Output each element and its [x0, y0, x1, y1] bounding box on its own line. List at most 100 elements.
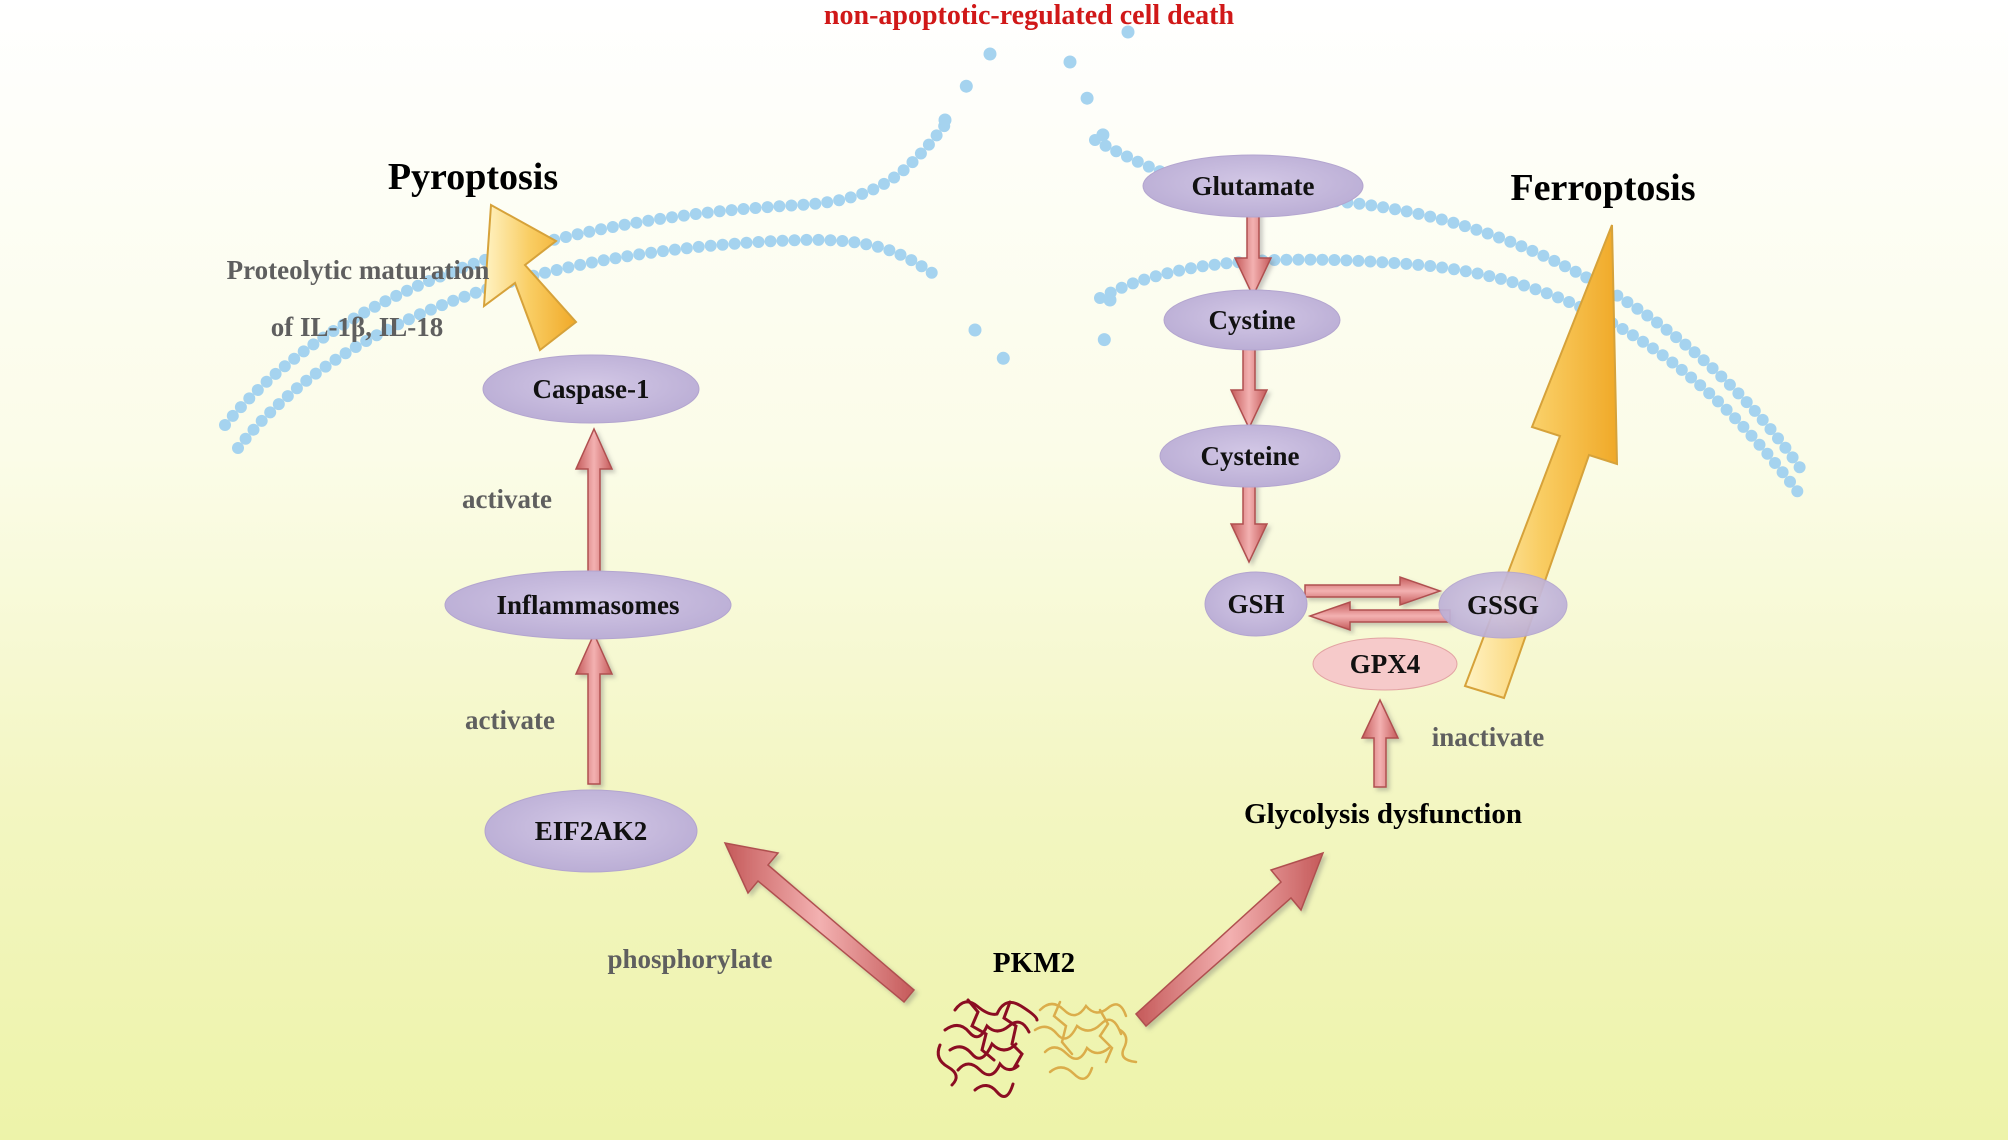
membrane-dot: [666, 211, 678, 224]
membrane-dot: [1304, 253, 1317, 266]
membrane-dot: [1412, 207, 1425, 220]
membrane-dot: [1712, 395, 1724, 408]
membrane-dot: [1729, 412, 1742, 425]
membrane-dot: [1793, 461, 1806, 474]
membrane-dot: [1110, 145, 1123, 158]
membrane-dot: [1115, 281, 1128, 294]
membrane-dot: [368, 300, 381, 313]
gsh-node: GSH: [1204, 571, 1308, 637]
arrow-cystine-to-cysteine: [1229, 342, 1269, 430]
arrow-glutamate-to-cystine: [1233, 209, 1273, 298]
membrane-dot: [1506, 276, 1519, 289]
gsh-label: GSH: [1227, 589, 1284, 619]
membrane-dot: [1631, 302, 1644, 315]
membrane-dot: [812, 233, 825, 246]
membrane-dot: [539, 266, 551, 279]
membrane-dot: [788, 234, 801, 247]
membrane-dot: [633, 248, 646, 261]
membrane-dot: [390, 289, 403, 302]
membrane-dot: [1353, 197, 1366, 210]
membrane-dot: [1552, 291, 1564, 304]
membrane-dot: [1703, 387, 1716, 400]
membrane-dot: [606, 221, 619, 233]
membrane-dot: [1518, 279, 1530, 292]
membrane-dot: [1670, 331, 1683, 344]
membrane-dot: [392, 318, 405, 331]
membrane-dot: [1737, 420, 1750, 433]
membrane-dot: [1656, 349, 1669, 362]
inactivate-label: inactivate: [1432, 722, 1544, 752]
membrane-dot: [1470, 223, 1483, 236]
membrane-dot: [725, 204, 738, 217]
membrane-dot: [264, 406, 277, 419]
membrane-dot: [260, 375, 273, 388]
phosphorylate-label: phosphorylate: [607, 944, 772, 974]
membrane-dot: [776, 234, 789, 247]
membrane-dot: [728, 237, 741, 250]
membrane-dot: [411, 279, 424, 292]
gssg-label: GSSG: [1467, 590, 1539, 620]
membrane-dot: [597, 254, 610, 267]
membrane-dot: [288, 352, 301, 365]
membrane-dot: [1483, 270, 1496, 283]
gpx4-node: GPX4: [1312, 637, 1458, 691]
membrane-dot: [1660, 323, 1673, 336]
membrane-dot: [436, 299, 448, 312]
arrow-pkm2-to-eif2ak2: [723, 841, 916, 1004]
membrane-dot: [1529, 283, 1542, 296]
membrane-dot: [860, 238, 873, 251]
membrane-dot: [642, 214, 655, 227]
membrane-dot: [630, 216, 643, 229]
membrane-dot: [234, 401, 247, 414]
cysteine-label: Cysteine: [1201, 441, 1300, 471]
membrane-dot: [559, 231, 572, 243]
membrane-dot: [867, 183, 880, 196]
membrane-dot: [621, 250, 634, 263]
membrane-dot: [764, 235, 777, 248]
membrane-dot: [1316, 253, 1329, 266]
membrane-dot: [1786, 451, 1799, 464]
membrane-dot: [1694, 379, 1707, 392]
cystine-label: Cystine: [1209, 305, 1296, 335]
membrane-dot: [1447, 216, 1460, 229]
membrane-dot: [1685, 371, 1698, 384]
membrane-dot: [319, 360, 332, 373]
membrane-dot: [938, 113, 952, 127]
inflammasomes-label: Inflammasomes: [497, 590, 680, 620]
arrow-gsh-to-gssg: [1304, 575, 1443, 607]
membrane-dot: [897, 164, 910, 177]
membrane-dot: [1666, 356, 1679, 369]
membrane-dot: [1540, 287, 1553, 300]
membrane-dot: [1537, 249, 1550, 262]
arrow-pkm2-to-glycolysis: [1134, 851, 1325, 1028]
membrane-dot: [1791, 485, 1804, 498]
membrane-dot: [1626, 329, 1639, 342]
membrane-dot: [800, 233, 813, 246]
membrane-dot: [1097, 333, 1111, 347]
membrane-dot: [914, 147, 927, 160]
membrane-dot: [456, 261, 469, 274]
gssg-node: GSSG: [1438, 571, 1568, 639]
activate-label-lower: activate: [465, 705, 555, 735]
membrane-dot: [300, 374, 313, 387]
membrane-dot: [381, 323, 394, 336]
arrow-eif2ak2-to-inflammasomes: [574, 632, 614, 785]
membrane-dot: [1208, 258, 1221, 271]
membrane-dot: [1364, 255, 1377, 268]
pyroptosis-yellow-arrow: [482, 203, 578, 352]
membrane-dot: [1377, 201, 1390, 214]
membrane-dot: [1559, 260, 1571, 273]
membrane-dot: [844, 191, 857, 204]
membrane-dot: [1063, 55, 1077, 69]
membrane-dot: [689, 208, 702, 220]
membrane-dot: [1504, 235, 1517, 248]
membrane-dot: [1569, 265, 1582, 278]
membrane-dot: [467, 257, 480, 270]
membrane-dot: [1121, 150, 1133, 163]
membrane-dot: [562, 261, 575, 274]
membrane-dot: [1458, 220, 1471, 233]
membrane-dot: [713, 205, 726, 218]
membrane-dot: [668, 243, 681, 256]
membrane-dot: [307, 338, 320, 351]
membrane-dot: [740, 236, 753, 249]
